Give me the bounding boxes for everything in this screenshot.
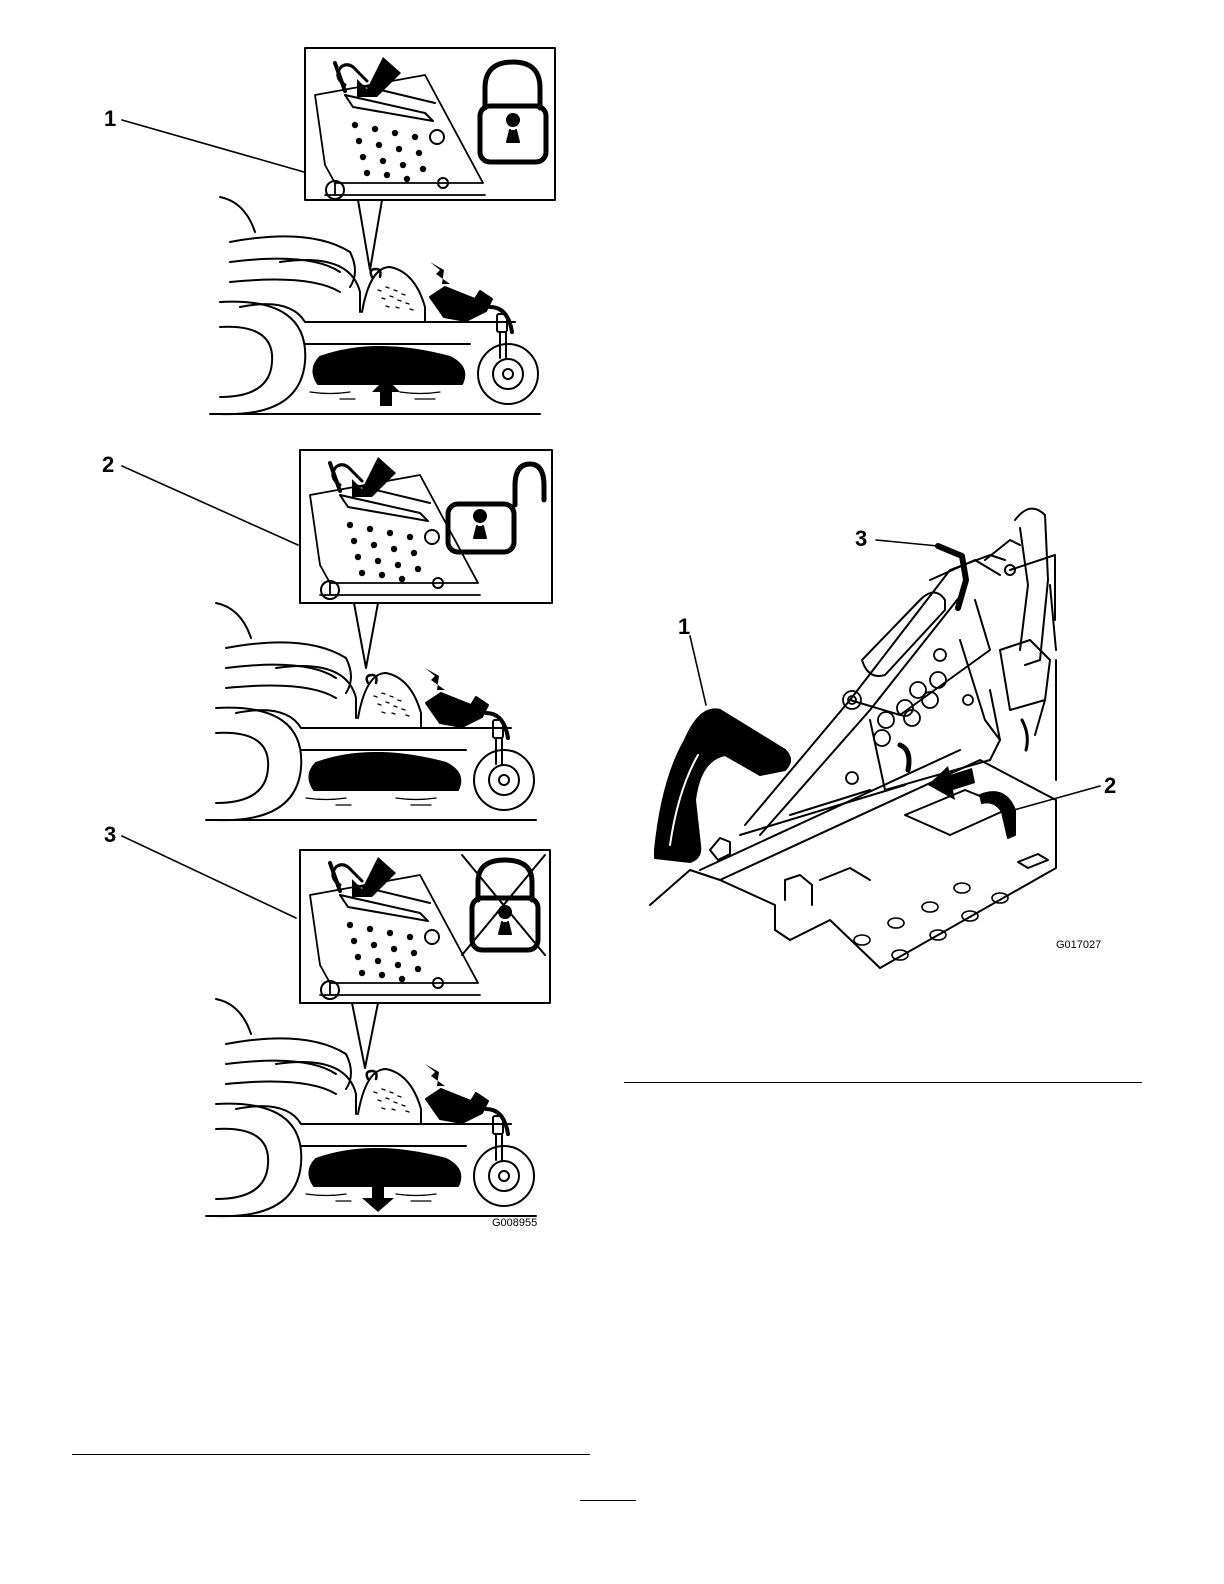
right-callout-1: 1 <box>678 616 690 638</box>
floor-plate <box>650 750 1056 968</box>
right-figure-code: G017027 <box>1056 939 1101 951</box>
page-footer-rule <box>580 1500 636 1501</box>
left-column-rule <box>72 1454 590 1455</box>
lever-icon <box>938 546 966 608</box>
right-callout-3: 3 <box>855 528 867 550</box>
right-column-rule <box>624 1082 1142 1083</box>
latch-pin-icon <box>980 792 1015 838</box>
right-callout-2: 2 <box>1104 775 1116 797</box>
